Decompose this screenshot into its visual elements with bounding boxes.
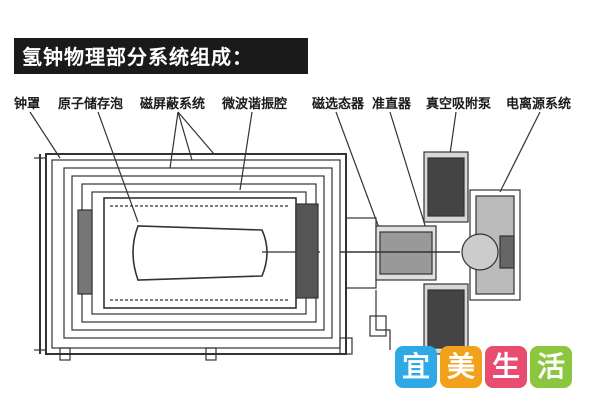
watermark-char-1: 宜 <box>395 346 437 388</box>
watermark-char-3: 生 <box>485 346 527 388</box>
label-microwave-cavity: 微波谐振腔 <box>221 96 287 112</box>
label-ion-source: 电离源系统 <box>506 96 571 112</box>
title-bar <box>14 38 308 74</box>
apparatus-drawing <box>29 111 541 361</box>
label-state-selector: 磁选态器 <box>312 96 365 112</box>
label-magnetic-shield: 磁屏蔽系统 <box>140 96 205 112</box>
label-vacuum-pump: 真空吸附泵 <box>426 96 491 112</box>
diagram-title: 氢钟物理部分系统组成： <box>22 45 253 69</box>
label-storage-bulb: 原子储存泡 <box>58 96 123 112</box>
label-bell-jar: 钟罩 <box>14 96 40 112</box>
watermark-char-4: 活 <box>530 346 572 388</box>
label-collimator: 准直器 <box>372 96 412 112</box>
watermark-char-2: 美 <box>440 346 482 388</box>
